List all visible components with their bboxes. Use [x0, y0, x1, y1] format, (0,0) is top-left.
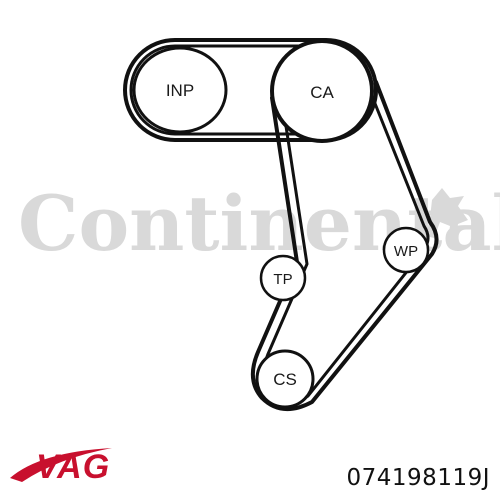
timing-belt-outer	[250, 80, 439, 411]
pulley-cs: CS	[255, 349, 315, 409]
pulley-ca-circle	[270, 39, 374, 143]
pulley-cs-label: CS	[273, 370, 297, 389]
pulley-inp: INP	[132, 46, 228, 134]
pulley-wp: WP	[382, 226, 430, 274]
pulley-inp-label: INP	[166, 81, 194, 100]
pulley-tp-circle	[259, 254, 307, 302]
horse-logo-icon	[426, 188, 468, 242]
upper-belt-outer	[123, 38, 378, 142]
pulley-wp-circle	[382, 226, 430, 274]
part-number: 074198119J	[346, 465, 490, 491]
pulley-ca-label: CA	[310, 83, 334, 102]
pulley-wp-label: WP	[394, 243, 418, 260]
pulley-inp-circle	[132, 46, 228, 134]
pulley-tp-label: TP	[273, 271, 292, 288]
vag-logo: VAG	[10, 448, 112, 486]
vag-swoosh-icon	[10, 448, 112, 482]
pulley-ca: CA	[270, 39, 374, 143]
pulley-tp: TP	[259, 254, 307, 302]
vag-logo-text: VAG	[36, 448, 110, 486]
pulley-cs-circle	[255, 349, 315, 409]
